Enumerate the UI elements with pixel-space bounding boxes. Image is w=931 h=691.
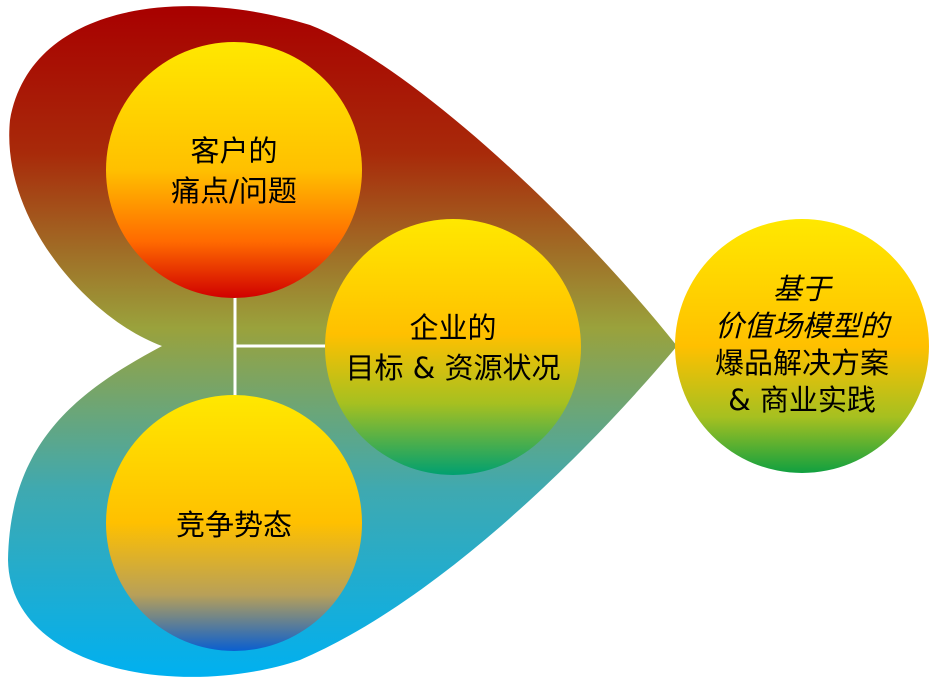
result-label-line3: 爆品解决方案: [715, 346, 889, 380]
customer-circle: [106, 42, 362, 298]
enterprise-goals-node: 企业的 目标 & 资源状况: [325, 219, 581, 475]
enterprise-label-line1: 企业的: [409, 311, 496, 345]
customer-label-line2: 痛点/问题: [171, 174, 297, 208]
result-label-line2: 价值场模型的: [715, 309, 892, 343]
result-label-line4: & 商业实践: [728, 383, 876, 417]
enterprise-label-line2: 目标 & 资源状况: [345, 351, 560, 385]
result-node: 基于 价值场模型的 爆品解决方案 & 商业实践: [675, 219, 929, 473]
competition-label: 竞争势态: [176, 508, 292, 542]
result-circle: [675, 219, 929, 473]
customer-label-line1: 客户的: [190, 134, 277, 168]
result-label-line1: 基于: [773, 272, 833, 306]
competition-node: 竞争势态: [106, 395, 362, 651]
competition-circle: [106, 395, 362, 651]
customer-pain-node: 客户的 痛点/问题: [106, 42, 362, 298]
enterprise-circle: [325, 219, 581, 475]
